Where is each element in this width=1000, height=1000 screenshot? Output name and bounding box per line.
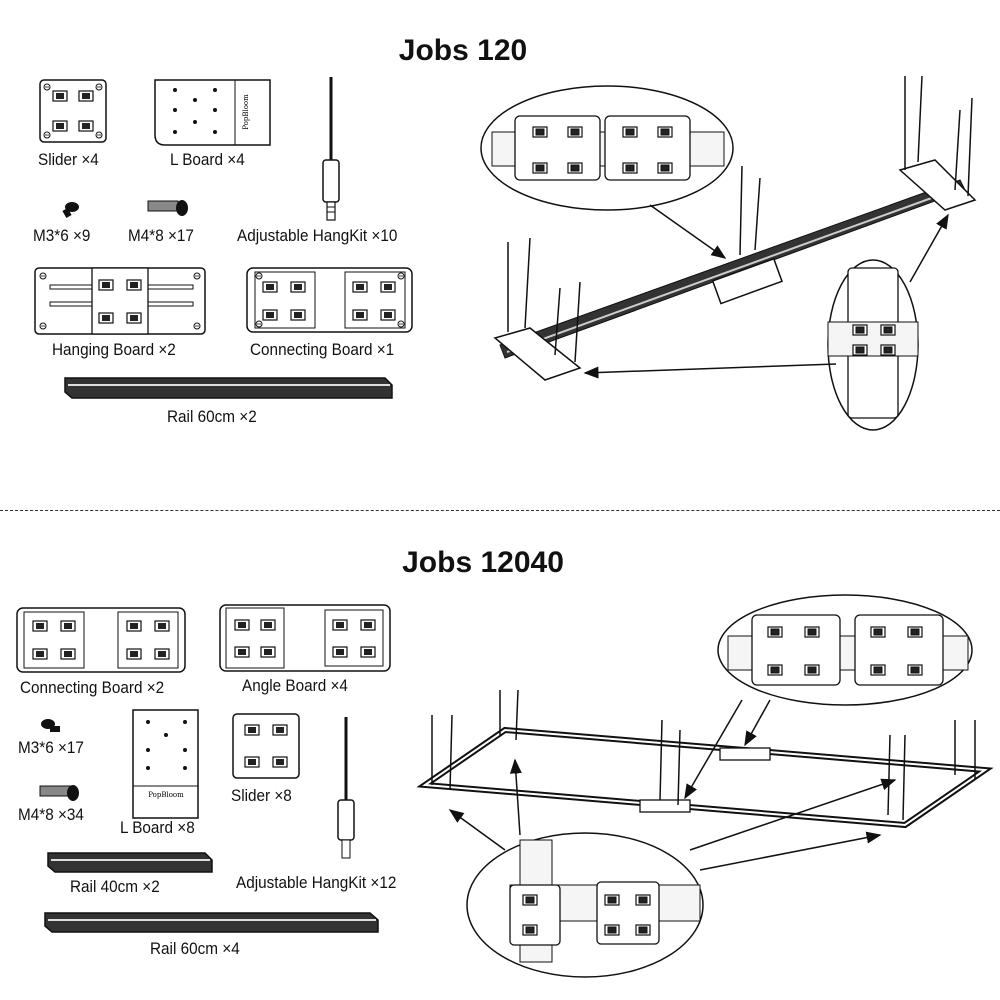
section-divider	[0, 510, 1000, 511]
slider-part-icon	[39, 79, 107, 143]
label-hangkit: Adjustable HangKit ×10	[237, 226, 398, 245]
label-connecting-board: Connecting Board ×1	[250, 340, 395, 359]
label-hanging-board: Hanging Board ×2	[52, 340, 176, 359]
hanging-board-part-icon	[34, 267, 206, 335]
label-slider: Slider ×4	[38, 150, 99, 169]
m3-screw-icon	[62, 202, 79, 218]
label-rail-60cm: Rail 60cm ×2	[167, 407, 257, 426]
hangkit-part-icon-2	[337, 717, 355, 859]
label-m4-screw: M4*8 ×17	[128, 226, 194, 245]
m4-screw-icon-2	[39, 785, 79, 801]
rail-40cm-part-icon	[47, 852, 213, 873]
jobs-12040-assembly-diagram	[416, 594, 994, 978]
label-rail-40cm: Rail 40cm ×2	[70, 877, 160, 896]
m4-screw-icon	[147, 200, 188, 216]
connecting-board-part-icon-2	[16, 607, 186, 673]
label-l-board: L Board ×4	[170, 150, 245, 169]
angle-board-part-icon	[219, 604, 391, 672]
label-rail-60cm-2: Rail 60cm ×4	[150, 939, 240, 958]
svg-text:PopBloom: PopBloom	[242, 94, 250, 130]
jobs-120-assembly-diagram	[480, 75, 977, 431]
svg-text:PopBloom: PopBloom	[148, 791, 184, 799]
l-board-part-icon-2: PopBloom	[132, 709, 199, 819]
label-hangkit-2: Adjustable HangKit ×12	[236, 873, 397, 892]
section-title-jobs-120: Jobs 120	[398, 34, 528, 67]
label-l-board-2: L Board ×8	[120, 818, 195, 837]
section-title-jobs-12040: Jobs 12040	[402, 546, 564, 579]
slider-part-icon-2	[232, 713, 300, 779]
rail-60cm-part-icon	[64, 377, 393, 399]
label-angle-board: Angle Board ×4	[242, 676, 348, 695]
label-m4-screw-2: M4*8 ×34	[18, 805, 84, 824]
label-m3-screw-2: M3*6 ×17	[18, 738, 84, 757]
label-slider-2: Slider ×8	[231, 786, 292, 805]
l-board-part-icon: PopBloom	[154, 79, 271, 146]
rail-60cm-part-icon-2	[44, 912, 379, 933]
label-connecting-board-2: Connecting Board ×2	[20, 678, 165, 697]
m3-screw-icon-2	[41, 719, 60, 732]
label-m3-screw: M3*6 ×9	[33, 226, 91, 245]
connecting-board-part-icon	[246, 267, 413, 333]
hangkit-part-icon	[322, 77, 340, 221]
